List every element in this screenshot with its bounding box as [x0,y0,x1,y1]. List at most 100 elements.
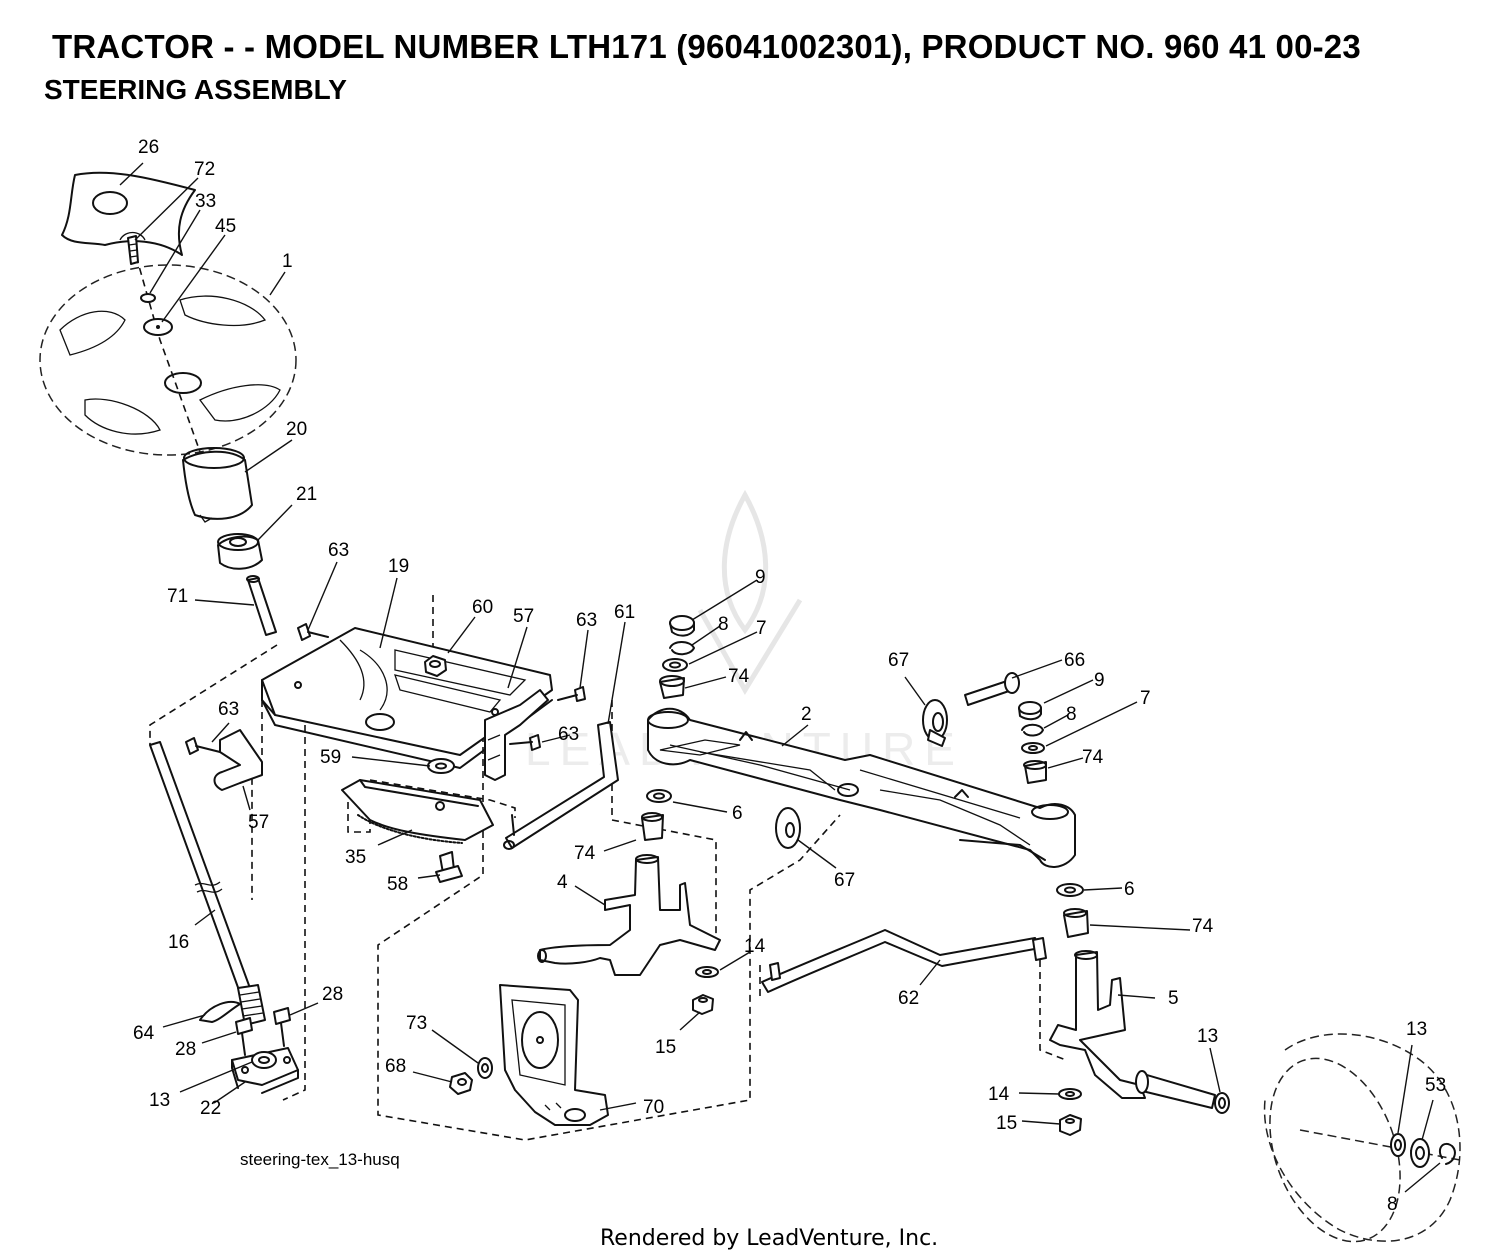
part-15-nut-right [1059,1114,1082,1136]
callout-74-lower-left: 74 [574,843,596,864]
callout-19: 19 [388,556,409,577]
part-1-steering-wheel [39,264,297,456]
part-58-bolt [435,851,463,883]
part-28-bolt-left [235,1017,253,1056]
part-57-bracket-right [484,689,549,781]
callout-68: 68 [385,1056,406,1077]
part-16-steering-shaft [149,741,266,1026]
part-57-bracket-left [213,729,263,791]
part-9-cap-right [1018,701,1042,721]
page-subtitle: STEERING ASSEMBLY [44,74,347,105]
callout-60: 60 [472,597,493,618]
callout-21: 21 [296,484,317,505]
callout-4: 4 [557,872,568,893]
part-66-pivot-bolt [964,672,1020,706]
part-5-spindle-axle [1135,1070,1216,1109]
callout-8-wheel: 8 [1387,1194,1398,1215]
callout-14-left: 14 [744,936,766,957]
callout-6-left: 6 [732,803,743,824]
callout-2: 2 [801,704,812,725]
part-61-drag-link [503,721,619,850]
part-8-ring-right [1021,723,1044,737]
callout-13-axle: 13 [1197,1026,1218,1047]
callout-45: 45 [215,216,236,237]
callout-9-left: 9 [755,567,766,588]
part-7-washer-left [662,658,688,672]
part-8-clip-wheel [1438,1142,1456,1165]
part-28-bolt-right [273,1007,291,1047]
callout-67-upper: 67 [888,650,909,671]
callout-63-top: 63 [328,540,349,561]
part-callouts: 26 72 33 45 1 20 21 63 19 60 57 63 61 9 … [133,137,1446,1215]
callout-6-right: 6 [1124,879,1135,900]
front-wheel [1263,1033,1461,1243]
callout-64: 64 [133,1023,155,1044]
part-73-washer [477,1057,493,1079]
callout-62: 62 [898,988,919,1009]
part-70-bracket [499,984,609,1126]
part-74-bushing-left [659,675,685,699]
part-74-bushing-lower-right [1063,908,1089,938]
part-20-steering-boot [182,447,253,523]
part-64-cotter-pin [199,1000,241,1023]
callout-57-right: 57 [513,606,534,627]
callout-1: 1 [282,251,293,272]
callout-7-left: 7 [756,618,767,639]
callout-67-lower: 67 [834,870,855,891]
callout-35: 35 [345,847,366,868]
part-15-nut-left [692,994,714,1015]
part-2-front-axle [647,707,1076,868]
part-4-spindle-left [537,854,721,976]
callout-74-lower-right: 74 [1192,916,1214,937]
part-14-washer-right [1058,1088,1082,1100]
part-63-bolt-lower [509,734,541,751]
part-62-tie-rod [761,929,1047,993]
callout-71: 71 [167,586,188,607]
callout-63-left: 63 [218,699,239,720]
callout-59: 59 [320,747,341,768]
callout-16: 16 [168,932,189,953]
callout-22: 22 [200,1098,221,1119]
part-59-washer [427,758,455,774]
part-14-washer-left [695,966,719,978]
callout-13-wheel: 13 [1406,1019,1427,1040]
part-19-steering-plate [261,627,553,769]
part-67-washer-upper [922,699,948,747]
callout-57-left: 57 [248,812,269,833]
callout-13-bracket: 13 [149,1090,170,1111]
part-74-bushing-lower-left [641,812,664,841]
callout-74-left: 74 [728,666,750,687]
callout-33: 33 [195,191,216,212]
part-71-shaft [246,575,277,636]
part-45-washer [143,318,173,336]
part-21-bushing [217,533,263,570]
callout-15-right: 15 [996,1113,1017,1134]
callout-15-left: 15 [655,1037,676,1058]
part-13-washer-bracket [251,1051,277,1069]
callout-74-right: 74 [1082,747,1104,768]
callout-58: 58 [387,874,408,895]
part-13-washer-wheel [1390,1133,1406,1157]
callout-14-right: 14 [988,1084,1010,1105]
part-60-nut [424,655,447,677]
callout-8-left: 8 [718,614,729,635]
part-9-cap-left [669,615,695,637]
part-13-washer-axle [1214,1092,1230,1114]
part-68-nut [449,1072,473,1095]
callout-63-lower: 63 [558,724,579,745]
callout-28-left: 28 [175,1039,196,1060]
part-74-bushing-right [1023,760,1047,784]
callout-26: 26 [138,137,159,158]
part-35-sector-gear [341,779,494,844]
leader-lines [119,162,1441,1193]
callout-9-right: 9 [1094,670,1105,691]
callout-5: 5 [1168,988,1179,1009]
part-8-ring-left [669,641,695,656]
part-6-spacer-left [646,789,672,803]
part-63-bolt-right [557,686,586,702]
callout-70: 70 [643,1097,664,1118]
part-53-washer [1410,1138,1430,1168]
figure-id: steering-tex_13-husq [240,1150,400,1169]
part-33-lock-washer [140,293,156,303]
callout-53: 53 [1425,1075,1446,1096]
